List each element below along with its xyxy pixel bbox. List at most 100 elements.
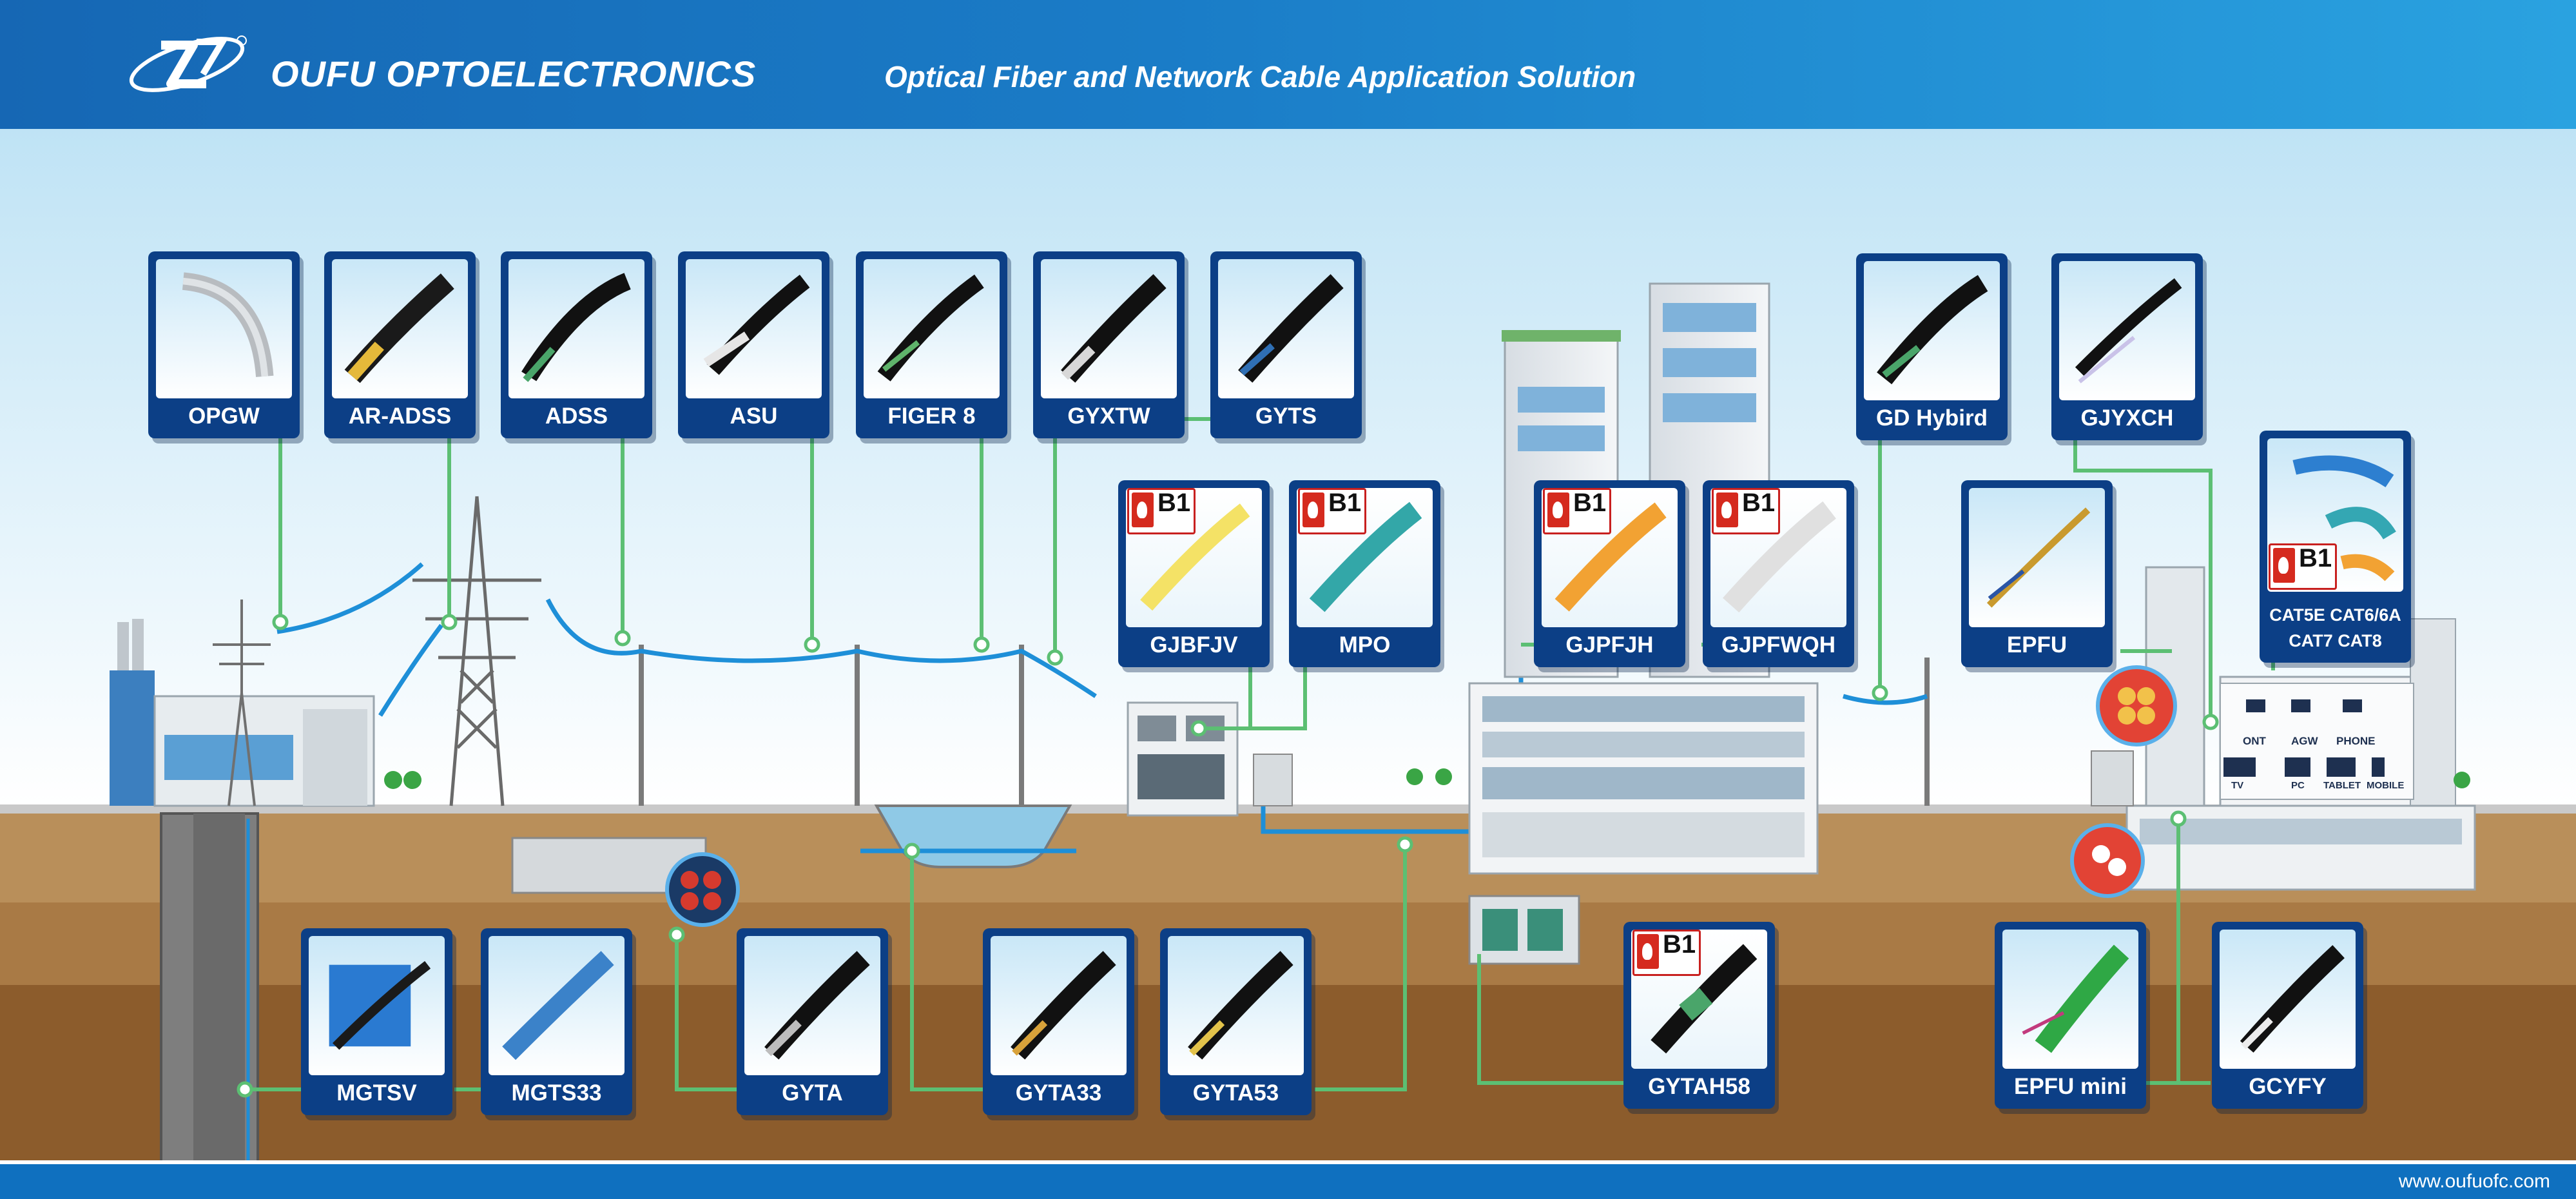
card-label: GYXTW — [1067, 404, 1150, 429]
card-label: AR-ADSS — [348, 404, 452, 429]
product-card-gyta53[interactable]: GYTA53 — [1160, 928, 1312, 1115]
connector-lines — [245, 413, 2275, 1091]
product-card-gjyxch[interactable]: GJYXCH — [2051, 253, 2203, 440]
equipment-room — [1127, 701, 1293, 817]
card-label: GD Hybird — [1875, 405, 1988, 431]
card-label: EPFU mini — [2013, 1074, 2127, 1099]
product-card-mgts33[interactable]: MGTS33 — [481, 928, 632, 1115]
cable-image — [1168, 936, 1304, 1075]
product-card-gytah58[interactable]: B1 GYTAH58 — [1623, 922, 1775, 1109]
power-plant — [110, 619, 375, 807]
card-label: GJYXCH — [2080, 405, 2174, 431]
header-banner: OUFU OPTOELECTRONICS Optical Fiber and N… — [0, 0, 2576, 129]
microduct-bundle — [2070, 665, 2177, 898]
card-label: GYTS — [1255, 404, 1317, 429]
transmission-tower-large — [412, 496, 541, 806]
card-label: MPO — [1339, 632, 1391, 658]
card-label: ASU — [730, 404, 778, 429]
cat-types-line2: CAT7 CAT8 — [2289, 631, 2382, 650]
commercial-building — [1468, 682, 1819, 875]
card-label: GYTA53 — [1192, 1080, 1279, 1106]
footer-bar: www.oufuofc.com — [0, 1164, 2576, 1199]
ont-label: ONT — [2243, 735, 2266, 747]
page-title: Optical Fiber and Network Cable Applicat… — [884, 60, 1636, 93]
flame-icon — [1637, 934, 1659, 969]
transmission-tower-small — [213, 600, 271, 806]
cable-image — [2002, 930, 2138, 1069]
tablet-label: TABLET — [2323, 780, 2361, 791]
cable-image — [744, 936, 880, 1075]
flame-icon — [1547, 492, 1569, 527]
product-card-mpo[interactable]: B1 MPO — [1289, 480, 1440, 667]
card-label: EPFU — [2006, 632, 2068, 658]
product-card-opgw[interactable]: OPGW — [148, 251, 300, 438]
card-label: ADSS — [545, 404, 608, 429]
connector-nodes — [237, 614, 2219, 1098]
product-card-gyta33[interactable]: GYTA33 — [983, 928, 1134, 1115]
oufu-logo-icon — [129, 35, 247, 92]
b1-badge: B1 — [1543, 488, 1611, 534]
product-card-gjbfjv[interactable]: B1 GJBFJV — [1118, 480, 1270, 667]
flame-icon — [1303, 492, 1324, 527]
card-label: GYTA — [782, 1080, 843, 1106]
card-label: GJPFWQH — [1721, 632, 1835, 658]
card-label: GYTA33 — [1015, 1080, 1102, 1106]
agw-label: AGW — [2291, 735, 2318, 747]
b1-badge: B1 — [2269, 543, 2337, 590]
product-card-mgtsv[interactable]: MGTSV — [301, 928, 452, 1115]
product-card-ar-adss[interactable]: AR-ADSS — [324, 251, 476, 438]
product-card-gjpfjh[interactable]: B1 GJPFJH — [1534, 480, 1685, 667]
flame-icon — [2273, 548, 2295, 583]
product-card-gjpfwqh[interactable]: B1 GJPFWQH — [1703, 480, 1854, 667]
card-label: MGTS33 — [511, 1080, 602, 1106]
card-label: GJBFJV — [1150, 632, 1238, 658]
utility-poles — [639, 645, 1930, 806]
card-label: OPGW — [188, 404, 260, 429]
mobile-label: MOBILE — [2367, 780, 2405, 791]
cable-image — [1864, 261, 2000, 400]
product-card-epfu[interactable]: EPFU — [1961, 480, 2113, 667]
subway-station — [1468, 895, 1580, 965]
home-network-panel — [2220, 683, 2414, 800]
b1-badge: B1 — [1632, 930, 1701, 976]
cable-image — [489, 936, 625, 1075]
cable-image — [309, 936, 445, 1075]
cable-image — [508, 259, 644, 398]
card-label: FIGER 8 — [887, 404, 976, 429]
card-label: GJPFJH — [1565, 632, 1654, 658]
card-label: GYTAH58 — [1648, 1074, 1750, 1099]
phone-label: PHONE — [2336, 735, 2376, 747]
website-url[interactable]: www.oufuofc.com — [2398, 1171, 2550, 1192]
product-card-gd-hybird[interactable]: GD Hybird — [1856, 253, 2008, 440]
underground-duct-bank — [511, 837, 740, 927]
cable-image — [1969, 488, 2105, 627]
cable-image — [686, 259, 822, 398]
product-card-asu[interactable]: ASU — [678, 251, 829, 438]
cat-types-line1: CAT5E CAT6/6A — [2269, 605, 2401, 625]
cable-image — [864, 259, 1000, 398]
brand-name: OUFU OPTOELECTRONICS — [271, 54, 757, 94]
card-label: MGTSV — [336, 1080, 417, 1106]
card-label: GCYFY — [2249, 1074, 2327, 1099]
cable-image — [2220, 930, 2356, 1069]
product-card-gyta[interactable]: GYTA — [737, 928, 888, 1115]
cable-image — [156, 259, 292, 398]
b1-badge: B1 — [1298, 488, 1366, 534]
b1-badge: B1 — [1712, 488, 1780, 534]
product-card-cat[interactable]: B1 CAT5E CAT6/6A CAT7 CAT8 — [2260, 431, 2411, 663]
b1-badge: B1 — [1127, 488, 1196, 534]
ground-surface — [0, 804, 2576, 814]
product-card-gyxtw[interactable]: GYXTW — [1033, 251, 1185, 438]
product-card-epfu-mini[interactable]: EPFU mini — [1995, 922, 2146, 1109]
cable-image — [1041, 259, 1177, 398]
product-card-gyts[interactable]: GYTS — [1210, 251, 1362, 438]
cable-image — [1218, 259, 1354, 398]
flame-icon — [1132, 492, 1154, 527]
product-card-adss[interactable]: ADSS — [501, 251, 652, 438]
flame-icon — [1716, 492, 1738, 527]
tv-label: TV — [2231, 780, 2244, 791]
cable-image — [2059, 261, 2195, 400]
cable-image — [332, 259, 468, 398]
product-card-gcyfy[interactable]: GCYFY — [2212, 922, 2363, 1109]
product-card-figer8[interactable]: FIGER 8 — [856, 251, 1007, 438]
